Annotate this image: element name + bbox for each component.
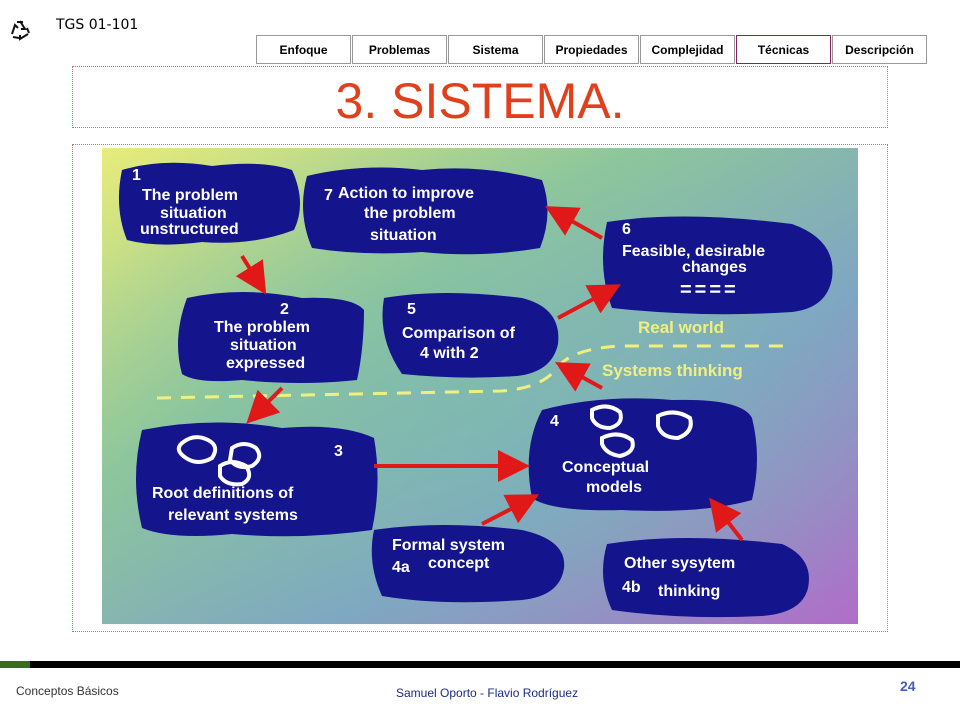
node-7-num: 7: [324, 187, 333, 204]
soft-systems-diagram: 1 The problem situation unstructured 7 A…: [102, 148, 858, 624]
arrows: [235, 206, 744, 542]
tab-descripcion[interactable]: Descripción: [832, 35, 927, 64]
node-1-line-2: situation: [160, 205, 227, 222]
tab-propiedades[interactable]: Propiedades: [544, 35, 639, 64]
node-5-line-1: Comparison of: [402, 325, 516, 342]
tab-sistema[interactable]: Sistema: [448, 35, 543, 64]
node-5-blob: [382, 293, 559, 378]
tab-problemas[interactable]: Problemas: [352, 35, 447, 64]
node-2-blob: [178, 292, 364, 383]
node-1-blob: [118, 162, 301, 245]
node-3-line-1: Root definitions of: [152, 485, 294, 502]
nav-tabs: Enfoque Problemas Sistema Propiedades Co…: [256, 35, 928, 64]
cloud-icons-node-3: [176, 435, 262, 487]
arrow-1-to-2: [235, 254, 267, 295]
node-4b-num: 4b: [622, 579, 641, 596]
node-6-mark: ====: [680, 279, 739, 301]
cloud-icons-node-4: [590, 404, 693, 459]
footer-bar-accent: [0, 661, 30, 668]
recycle-icon: [11, 20, 30, 41]
node-1-num: 1: [132, 167, 141, 184]
title-frame: [72, 66, 888, 128]
node-7-line-1: Action to improve: [338, 185, 474, 202]
node-4-line-2: models: [586, 479, 642, 496]
slide-title: 3. SISTEMA.: [335, 73, 625, 129]
node-5-num: 5: [407, 301, 416, 318]
node-5-line-2: 4 with 2: [420, 345, 479, 362]
node-4b-line-1: Other sysytem: [624, 555, 735, 572]
footer-bar: [0, 661, 960, 668]
node-2-line-1: The problem: [214, 319, 310, 336]
node-1-line-3: unstructured: [140, 221, 239, 238]
node-6-blob: [603, 216, 833, 315]
footer-section-label: Conceptos Básicos: [16, 684, 119, 698]
real-world-label: Real world: [638, 318, 724, 337]
page-number: 24: [900, 678, 916, 694]
node-4b-line-2: thinking: [658, 583, 720, 600]
node-3-num: 3: [334, 443, 343, 460]
node-4-num: 4: [550, 413, 559, 430]
footer-authors: Samuel Oporto - Flavio Rodríguez: [396, 686, 579, 700]
node-6-line-1: Feasible, desirable: [622, 243, 765, 260]
course-code: TGS 01-101: [56, 17, 139, 33]
node-3-blob: [136, 422, 378, 537]
arrow-4-to-5: [554, 362, 603, 392]
arrow-4a-to-4: [481, 494, 540, 526]
node-2-line-3: expressed: [226, 355, 305, 372]
node-1-line-1: The problem: [142, 187, 238, 204]
arrow-2-to-3: [246, 386, 284, 424]
tab-complejidad[interactable]: Complejidad: [640, 35, 735, 64]
node-3-line-2: relevant systems: [168, 507, 298, 524]
node-4-line-1: Conceptual: [562, 459, 649, 476]
arrow-4b-to-4: [709, 497, 744, 542]
node-2-num: 2: [280, 301, 289, 318]
tab-enfoque[interactable]: Enfoque: [256, 35, 351, 64]
node-4a-line-2: concept: [428, 555, 490, 572]
node-4a-line-1: Formal system: [392, 537, 505, 554]
node-4a-num: 4a: [392, 559, 410, 576]
node-2-line-2: situation: [230, 337, 297, 354]
divider-line: [156, 344, 792, 400]
node-6-line-2: changes: [682, 259, 747, 276]
node-4b-blob: [603, 538, 809, 618]
node-6-num: 6: [622, 221, 631, 238]
node-7-blob: [303, 167, 548, 255]
content-frame: [72, 144, 888, 632]
node-4a-blob: [371, 525, 565, 603]
node-4-blob: [528, 398, 757, 511]
systems-thinking-label: Systems thinking: [602, 361, 743, 380]
arrow-5-to-6: [557, 284, 622, 320]
node-7-line-2: the problem: [364, 205, 456, 222]
node-7-line-3: situation: [370, 227, 437, 244]
arrow-6-to-7: [545, 206, 603, 240]
tab-tecnicas[interactable]: Técnicas: [736, 35, 831, 64]
